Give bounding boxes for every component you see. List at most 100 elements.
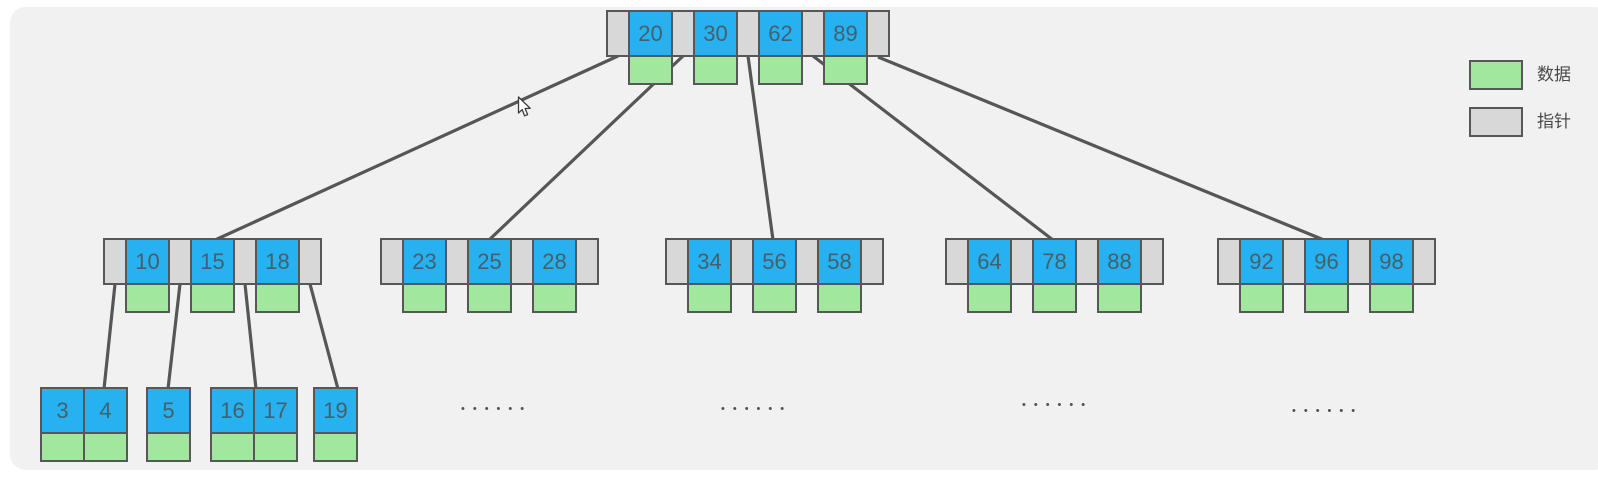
pointer-cell — [510, 238, 534, 285]
connector-node1-leaf4 — [308, 283, 340, 390]
legend-row-data: 数据 — [1469, 60, 1571, 90]
key-cell: 88 — [1097, 238, 1142, 313]
key-cell: 19 — [313, 387, 358, 462]
pointer-cell — [795, 238, 819, 285]
key-cell: 17 — [253, 387, 298, 462]
internal-node-2: 23 25 28 — [380, 238, 599, 313]
pointer-cell — [866, 10, 890, 57]
legend-label-data: 数据 — [1537, 65, 1571, 84]
pointer-cell — [168, 238, 192, 285]
key-value: 96 — [1314, 248, 1339, 274]
data-cell — [628, 55, 673, 85]
data-cell — [967, 283, 1012, 313]
key-cell: 98 — [1369, 238, 1414, 313]
pointer-color-swatch — [1469, 107, 1523, 137]
key-cell: 4 — [83, 387, 128, 462]
leaf-node-2: 5 — [146, 387, 191, 462]
key-value: 88 — [1107, 248, 1132, 274]
key-value: 19 — [323, 397, 348, 423]
key-value: 56 — [762, 248, 787, 274]
key-value: 64 — [977, 248, 1002, 274]
data-cell — [823, 55, 868, 85]
data-color-swatch — [1469, 60, 1523, 90]
connector-node1-leaf1 — [102, 283, 117, 390]
key-value: 98 — [1379, 248, 1404, 274]
legend-row-pointer: 指针 — [1469, 107, 1571, 137]
pointer-cell — [736, 10, 760, 57]
internal-node-4: 64 78 88 — [945, 238, 1164, 313]
data-cell — [125, 283, 170, 313]
key-cell: 10 — [125, 238, 170, 313]
pointer-cell — [1282, 238, 1306, 285]
key-cell: 56 — [752, 238, 797, 313]
key-cell: 18 — [255, 238, 300, 313]
key-cell: 28 — [532, 238, 577, 313]
legend: 数据 指针 — [1469, 60, 1571, 154]
ellipsis-dots: •••••• — [1292, 405, 1364, 417]
key-value: 10 — [135, 248, 160, 274]
key-cell: 58 — [817, 238, 862, 313]
data-cell — [146, 432, 191, 462]
internal-node-3: 34 56 58 — [665, 238, 884, 313]
key-value: 15 — [200, 248, 225, 274]
key-cell: 89 — [823, 10, 868, 85]
pointer-cell — [945, 238, 969, 285]
data-cell — [255, 283, 300, 313]
key-cell: 15 — [190, 238, 235, 313]
pointer-cell — [860, 238, 884, 285]
key-value: 4 — [99, 397, 112, 423]
key-cell: 34 — [687, 238, 732, 313]
key-value: 58 — [827, 248, 852, 274]
key-cell: 64 — [967, 238, 1012, 313]
key-cell: 20 — [628, 10, 673, 85]
connector-node1-leaf2 — [166, 283, 182, 390]
data-cell — [1097, 283, 1142, 313]
pointer-cell — [730, 238, 754, 285]
pointer-cell — [298, 238, 322, 285]
key-value: 16 — [220, 397, 245, 423]
key-value: 25 — [477, 248, 502, 274]
leaf-node-4: 19 — [313, 387, 358, 462]
internal-node-1: 10 15 18 — [103, 238, 322, 313]
key-value: 30 — [703, 20, 728, 46]
key-value: 62 — [768, 20, 793, 46]
pointer-cell — [575, 238, 599, 285]
key-value: 23 — [412, 248, 437, 274]
data-cell — [190, 283, 235, 313]
legend-label-pointer: 指针 — [1537, 112, 1571, 131]
data-cell — [1304, 283, 1349, 313]
connector-node1-leaf3 — [243, 283, 258, 390]
data-cell — [752, 283, 797, 313]
pointer-cell — [445, 238, 469, 285]
pointer-cell — [103, 238, 127, 285]
key-value: 5 — [162, 397, 175, 423]
key-value: 18 — [265, 248, 290, 274]
pointer-cell — [1412, 238, 1436, 285]
data-cell — [467, 283, 512, 313]
pointer-cell — [1347, 238, 1371, 285]
key-cell: 25 — [467, 238, 512, 313]
pointer-cell — [1217, 238, 1241, 285]
data-cell — [40, 432, 85, 462]
pointer-cell — [233, 238, 257, 285]
pointer-cell — [671, 10, 695, 57]
pointer-cell — [1010, 238, 1034, 285]
key-value: 78 — [1042, 248, 1067, 274]
key-cell: 62 — [758, 10, 803, 85]
data-cell — [758, 55, 803, 85]
key-cell: 23 — [402, 238, 447, 313]
data-cell — [253, 432, 298, 462]
key-value: 28 — [542, 248, 567, 274]
pointer-cell — [665, 238, 689, 285]
ellipsis-dots: •••••• — [721, 403, 793, 415]
data-cell — [687, 283, 732, 313]
ellipsis-dots: •••••• — [461, 403, 533, 415]
key-value: 34 — [697, 248, 722, 274]
pointer-cell — [380, 238, 404, 285]
pointer-cell — [606, 10, 630, 57]
leaf-node-1: 3 4 — [40, 387, 128, 462]
leaf-node-3: 16 17 — [210, 387, 298, 462]
key-cell: 78 — [1032, 238, 1077, 313]
key-value: 92 — [1249, 248, 1274, 274]
